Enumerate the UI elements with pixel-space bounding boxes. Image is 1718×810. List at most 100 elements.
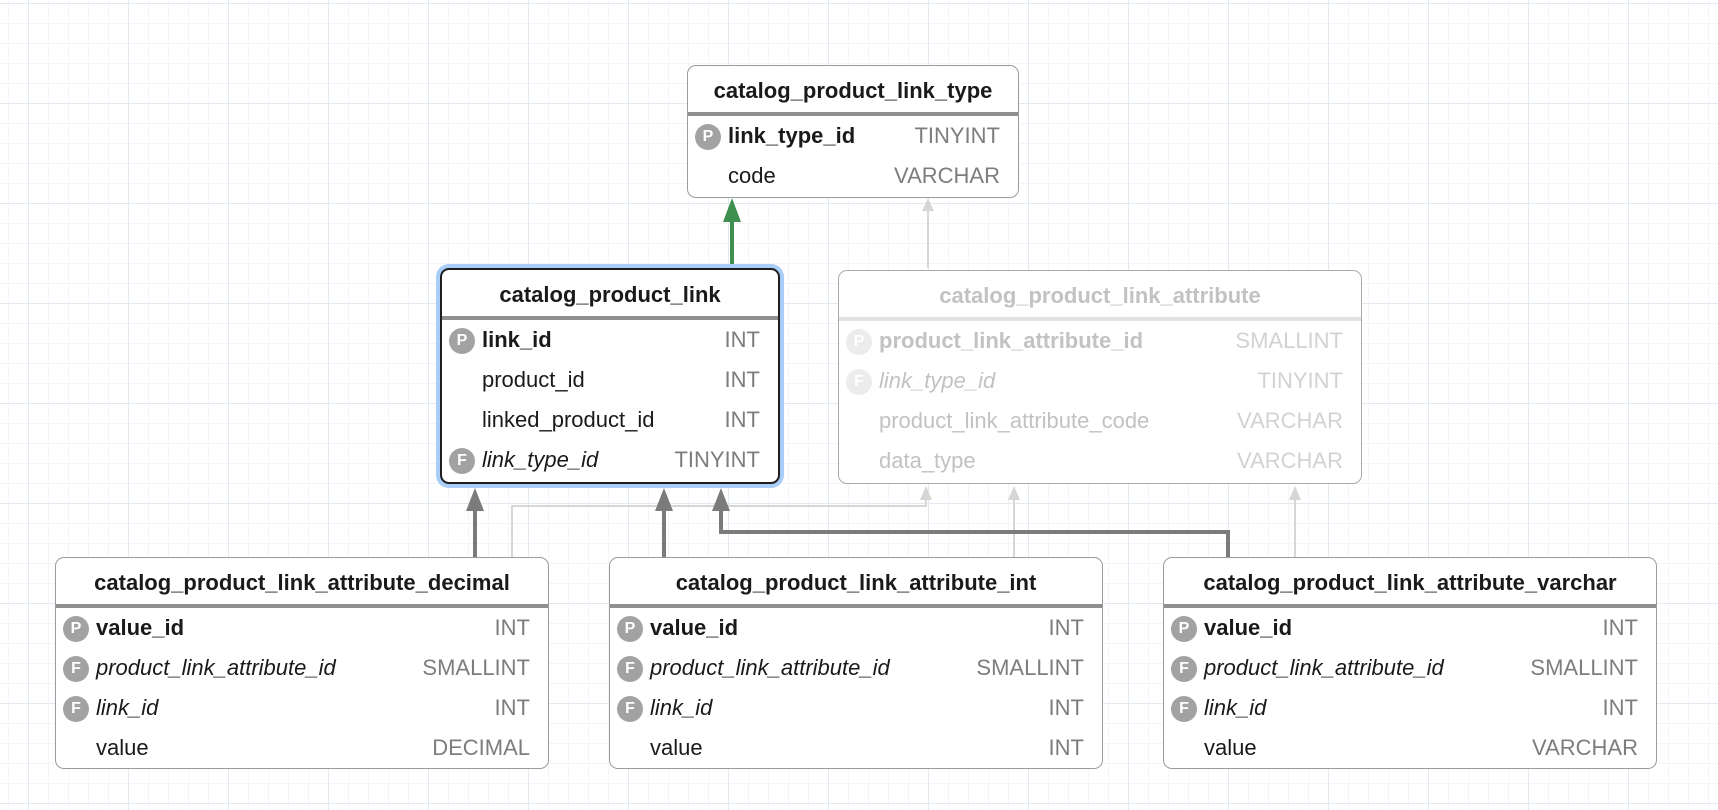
column-row[interactable]: linked_product_id INT <box>442 400 778 440</box>
primary-key-icon: P <box>617 616 643 642</box>
column-name: product_link_attribute_code <box>879 408 1150 433</box>
column-type: VARCHAR <box>894 163 1000 188</box>
column-row[interactable]: P link_id INT <box>442 320 778 360</box>
column-name: link_id <box>650 695 713 720</box>
column-row[interactable]: F link_type_id TINYINT <box>839 361 1361 401</box>
arrowhead <box>922 198 934 211</box>
column-row[interactable]: F product_link_attribute_id SMALLINT <box>56 648 548 688</box>
column-type: SMALLINT <box>1530 655 1638 680</box>
foreign-key-icon: F <box>449 448 475 474</box>
column-type: SMALLINT <box>1235 328 1343 353</box>
column-name: value <box>650 735 703 760</box>
table-catalog-product-link-attribute-varchar[interactable]: catalog_product_link_attribute_varchar P… <box>1163 557 1657 769</box>
column-type: INT <box>494 695 530 720</box>
column-row[interactable]: value VARCHAR <box>1164 728 1656 768</box>
column-row[interactable]: value INT <box>610 728 1102 768</box>
table-title: catalog_product_link_attribute <box>839 271 1361 321</box>
column-name: link_id <box>482 327 552 352</box>
column-type: VARCHAR <box>1237 408 1343 433</box>
table-title: catalog_product_link_attribute_varchar <box>1164 558 1656 608</box>
column-row[interactable]: F link_id INT <box>56 688 548 728</box>
column-row[interactable]: F product_link_attribute_id SMALLINT <box>610 648 1102 688</box>
column-name: value <box>1204 735 1257 760</box>
column-row[interactable]: F link_id INT <box>610 688 1102 728</box>
column-row[interactable]: product_link_attribute_code VARCHAR <box>839 401 1361 441</box>
column-type: INT <box>1602 695 1638 720</box>
table-catalog-product-link[interactable]: catalog_product_link P link_id INT produ… <box>440 268 780 484</box>
relation-varchar-to-link <box>719 508 1230 557</box>
column-name: product_link_attribute_id <box>879 328 1144 353</box>
foreign-key-icon: F <box>1171 656 1197 682</box>
column-type: TINYINT <box>1257 368 1343 393</box>
column-type: INT <box>1048 615 1084 640</box>
column-type: SMALLINT <box>976 655 1084 680</box>
primary-key-icon: P <box>449 328 475 354</box>
column-type: TINYINT <box>674 447 760 472</box>
arrowhead <box>712 488 730 511</box>
column-row[interactable]: product_id INT <box>442 360 778 400</box>
foreign-key-icon: F <box>63 696 89 722</box>
column-type: INT <box>494 615 530 640</box>
column-type: SMALLINT <box>422 655 530 680</box>
column-name: product_link_attribute_id <box>650 655 890 680</box>
foreign-key-icon: F <box>1171 696 1197 722</box>
table-catalog-product-link-attribute-decimal[interactable]: catalog_product_link_attribute_decimal P… <box>55 557 549 769</box>
column-type: INT <box>724 407 760 432</box>
column-name: link_type_id <box>879 368 996 393</box>
table-title: catalog_product_link_attribute_int <box>610 558 1102 608</box>
arrowhead <box>920 486 932 500</box>
column-type: DECIMAL <box>432 735 530 760</box>
column-name: product_link_attribute_id <box>1204 655 1444 680</box>
table-title: catalog_product_link_attribute_decimal <box>56 558 548 608</box>
arrowhead <box>466 488 484 511</box>
arrowhead <box>1289 486 1301 500</box>
column-name: link_type_id <box>482 447 599 472</box>
column-row[interactable]: F link_id INT <box>1164 688 1656 728</box>
table-title: catalog_product_link_type <box>688 66 1018 116</box>
table-catalog-product-link-type[interactable]: catalog_product_link_type P link_type_id… <box>687 65 1019 198</box>
column-name: link_id <box>1204 695 1267 720</box>
column-type: VARCHAR <box>1237 448 1343 473</box>
column-type: INT <box>1048 695 1084 720</box>
column-name: product_id <box>482 367 585 392</box>
column-row[interactable]: code VARCHAR <box>688 156 1018 196</box>
arrowhead <box>1008 486 1020 500</box>
foreign-key-icon: F <box>63 656 89 682</box>
arrowhead-selected <box>723 198 741 222</box>
column-type: INT <box>724 327 760 352</box>
column-row[interactable]: P value_id INT <box>56 608 548 648</box>
column-row[interactable]: P link_type_id TINYINT <box>688 116 1018 156</box>
active-arrowheads <box>466 488 730 511</box>
relation-decimal-to-attribute <box>511 494 927 557</box>
foreign-key-icon: F <box>846 369 872 395</box>
column-row[interactable]: value DECIMAL <box>56 728 548 768</box>
column-type: VARCHAR <box>1532 735 1638 760</box>
column-name: code <box>728 163 776 188</box>
column-name: value_id <box>650 615 739 640</box>
active-relations <box>473 508 1230 557</box>
column-row[interactable]: P value_id INT <box>1164 608 1656 648</box>
table-title: catalog_product_link <box>442 270 778 320</box>
column-row[interactable]: F product_link_attribute_id SMALLINT <box>1164 648 1656 688</box>
column-name: data_type <box>879 448 976 473</box>
column-name: link_type_id <box>728 123 856 148</box>
column-name: linked_product_id <box>482 407 655 432</box>
table-catalog-product-link-attribute-int[interactable]: catalog_product_link_attribute_int P val… <box>609 557 1103 769</box>
column-name: value_id <box>96 615 185 640</box>
foreign-key-icon: F <box>617 656 643 682</box>
primary-key-icon: P <box>846 329 872 355</box>
table-catalog-product-link-attribute[interactable]: catalog_product_link_attribute P product… <box>838 270 1362 484</box>
column-row[interactable]: F link_type_id TINYINT <box>442 440 778 480</box>
column-row[interactable]: P value_id INT <box>610 608 1102 648</box>
primary-key-icon: P <box>63 616 89 642</box>
column-row[interactable]: data_type VARCHAR <box>839 441 1361 481</box>
arrowhead <box>655 488 673 511</box>
foreign-key-icon: F <box>617 696 643 722</box>
column-type: INT <box>1048 735 1084 760</box>
primary-key-icon: P <box>1171 616 1197 642</box>
column-name: value_id <box>1204 615 1293 640</box>
column-row[interactable]: P product_link_attribute_id SMALLINT <box>839 321 1361 361</box>
column-type: TINYINT <box>914 123 1000 148</box>
column-name: product_link_attribute_id <box>96 655 336 680</box>
primary-key-icon: P <box>695 124 721 150</box>
